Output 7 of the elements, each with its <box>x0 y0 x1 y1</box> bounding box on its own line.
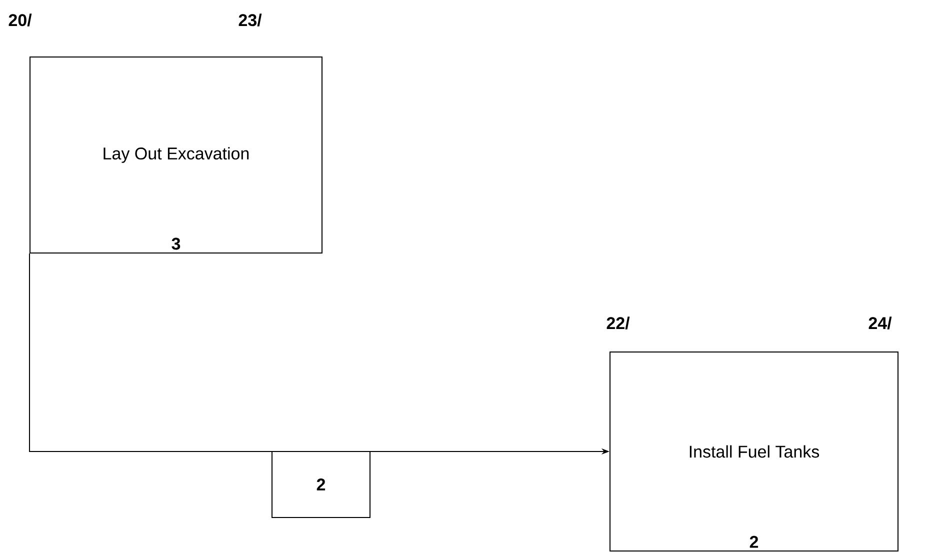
date-label: 22/ <box>606 316 630 330</box>
date-label: 24/ <box>868 316 892 330</box>
date-label: 23/ <box>238 14 262 26</box>
lag-box: 2 <box>272 450 370 518</box>
activity-box: Install Fuel Tanks 2 <box>610 352 898 552</box>
date-label: 20/ <box>8 14 32 26</box>
activity-box: Lay Out Excavation 3 <box>30 56 322 254</box>
